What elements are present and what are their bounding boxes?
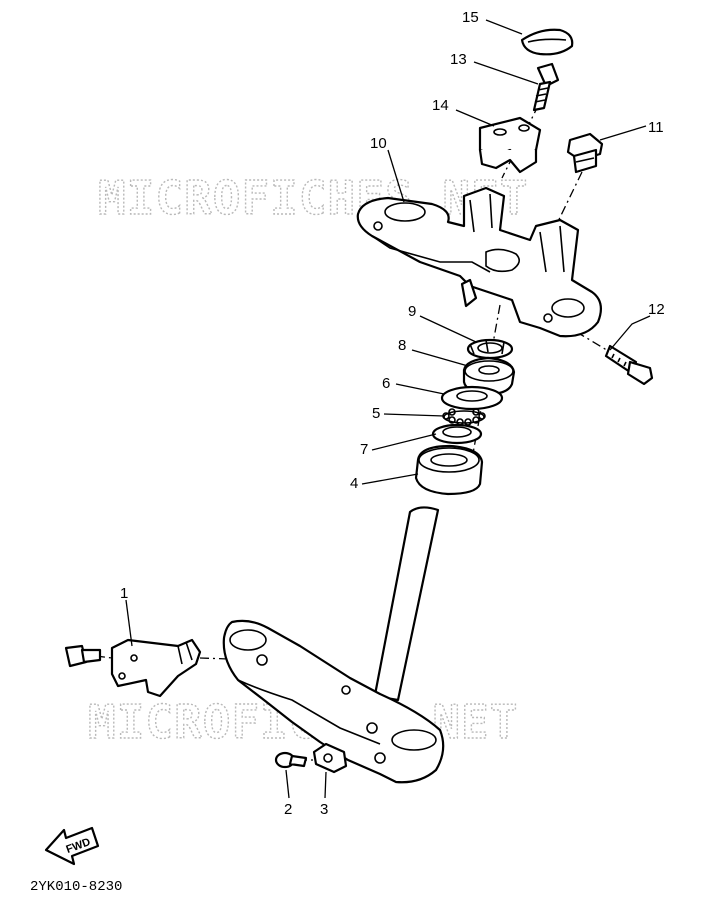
callout-13: 13: [450, 51, 467, 68]
callout-9: 9: [408, 303, 416, 320]
callout-12: 12: [648, 301, 665, 318]
bearing-4: [414, 444, 484, 496]
callout-3: 3: [320, 801, 328, 818]
leader-lines: [125, 19, 651, 799]
under-bracket-1: [222, 506, 445, 784]
bolt-13: [532, 62, 560, 112]
bearing-race-6: [440, 385, 504, 411]
callout-numbers: 15 13 14 10 11 9 12 8 6 5 7 4 1 2 3: [120, 9, 665, 818]
callout-8: 8: [398, 337, 406, 354]
diagram-code: 2YK010-8230: [30, 879, 122, 895]
callout-15: 15: [462, 9, 479, 26]
callout-11: 11: [648, 119, 664, 136]
callout-1: 1: [120, 585, 128, 602]
callout-4: 4: [350, 475, 358, 492]
clamp-3: [312, 742, 348, 774]
callout-14: 14: [432, 97, 449, 114]
ring-nut-9: [466, 338, 514, 360]
callout-7: 7: [360, 441, 368, 458]
upper-bracket-10: [356, 186, 603, 338]
handlebar-holder-14: [478, 116, 542, 174]
fwd-arrow-icon: FWD: [44, 826, 100, 866]
callout-10: 10: [370, 135, 387, 152]
pinch-bolt-12: [604, 344, 654, 386]
cable-guide-bracket: [64, 638, 202, 698]
cap-15: [520, 28, 574, 56]
callout-6: 6: [382, 375, 390, 392]
watermark-top: MICROFICHES.NET: [98, 171, 528, 225]
screw-2: [274, 751, 308, 769]
ball-bearing-5: [442, 408, 486, 426]
callout-5: 5: [372, 405, 380, 422]
bearing-race-7: [431, 423, 483, 445]
stem-bolt-11: [566, 132, 604, 174]
callout-2: 2: [284, 801, 292, 818]
